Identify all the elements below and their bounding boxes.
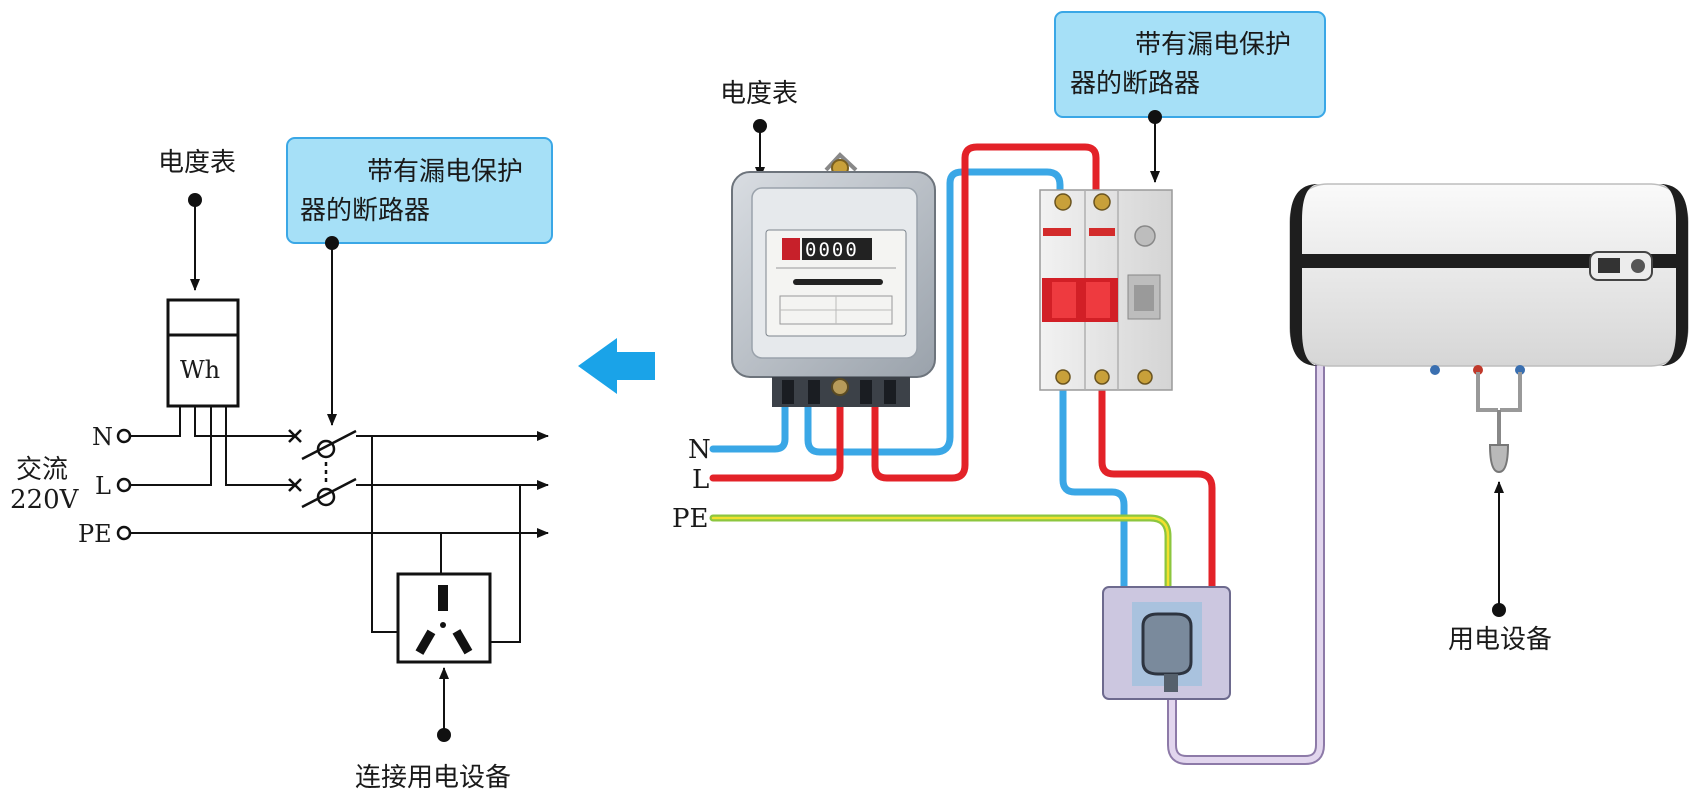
direction-arrow [578,338,655,394]
schematic-meter-unit: Wh [180,356,220,384]
schematic-supply-label-line2: 220V [10,485,80,515]
schematic-callout-line1: 带有漏电保护 [367,157,523,187]
schematic-callout-line2: 器的断路器 [300,196,430,226]
schematic-socket-pointer-dot [437,728,451,742]
photo-appliance-pointer-dot [1492,603,1506,617]
schematic-terminal-pe-dot [116,525,132,541]
schematic-output-lines [130,431,549,643]
photo-wire-pe-label: PE [672,504,708,534]
schematic-terminal-l-dot [116,477,132,493]
photo-meter-counter: 0000 [805,239,859,261]
photo-wires [709,143,1325,765]
photo-wall-socket [1102,586,1231,700]
photo-water-heater [1289,183,1689,474]
photo-breaker [1039,189,1173,391]
photo-appliance-label: 用电设备 [1448,625,1552,655]
schematic-terminal-pe: PE [78,520,112,548]
schematic-socket-label: 连接用电设备 [355,763,511,793]
schematic-supply-label-line1: 交流 [16,455,68,485]
photo-illustration: 电度表 带有漏电保护 器的断路器 N L [672,11,1689,765]
schematic-terminal-n-dot [116,428,132,444]
schematic-meter-wiring [130,406,295,486]
schematic-meter-label: 电度表 [158,148,236,178]
photo-callout-line1: 带有漏电保护 [1135,30,1291,60]
photo-energy-meter: 0000 [731,152,936,407]
schematic-meter-box: Wh [166,298,240,408]
schematic: 电度表 带有漏电保护 器的断路器 Wh N L PE 交 [10,137,553,793]
photo-wire-n-label: N [688,435,711,465]
photo-meter-label: 电度表 [720,79,798,109]
schematic-socket [396,572,492,664]
photo-wire-l-label: L [692,465,709,495]
schematic-terminal-l: L [95,472,111,500]
photo-callout-line2: 器的断路器 [1070,69,1200,99]
schematic-breaker-switches [288,429,357,509]
schematic-breaker-callout: 带有漏电保护 器的断路器 [286,137,553,244]
schematic-terminal-n: N [92,423,113,451]
photo-breaker-callout: 带有漏电保护 器的断路器 [1054,11,1326,118]
